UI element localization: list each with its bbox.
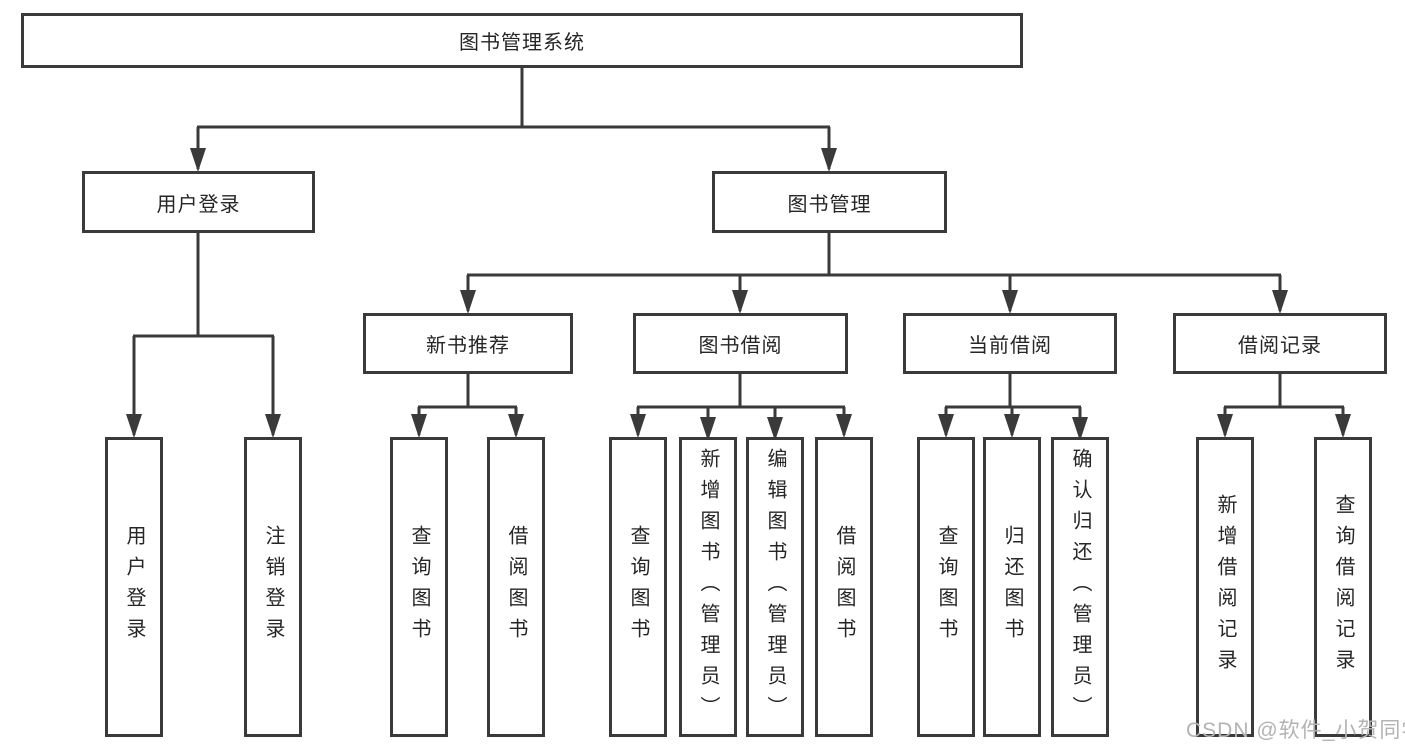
- leaf-records-add-record: 新增借阅记录: [1196, 437, 1254, 737]
- arrowheads: [126, 148, 1351, 441]
- leaf-logout-label: 注销登录: [262, 525, 284, 649]
- leaf-current-confirm-return-admin-label: 确认归还（管理员）: [1069, 447, 1091, 727]
- node-user-login: 用户登录: [82, 171, 315, 233]
- node-book-borrowing: 图书借阅: [633, 313, 848, 374]
- leaf-borrowing-add-books-admin-label: 新增图书（管理员）: [697, 447, 719, 727]
- node-new-book-recommend-label: 新书推荐: [426, 335, 510, 357]
- leaf-current-query-books: 查询图书: [917, 437, 975, 737]
- node-book-borrowing-label: 图书借阅: [698, 335, 783, 357]
- leaf-current-return-books-label: 归还图书: [1001, 525, 1023, 649]
- leaf-newrec-borrow-books-label: 借阅图书: [505, 525, 527, 649]
- leaf-borrowing-edit-books-admin: 编辑图书（管理员）: [746, 437, 804, 737]
- leaf-user-login-label: 用户登录: [123, 525, 145, 649]
- node-user-login-label: 用户登录: [156, 193, 241, 216]
- leaf-borrowing-edit-books-admin-label: 编辑图书（管理员）: [764, 447, 786, 727]
- leaf-current-confirm-return-admin: 确认归还（管理员）: [1051, 437, 1109, 737]
- node-new-book-recommend: 新书推荐: [363, 313, 573, 374]
- leaf-borrowing-query-books-label: 查询图书: [627, 525, 649, 649]
- csdn-watermark: CSDN @软件_小贺同学: [1186, 719, 1405, 742]
- leaf-user-login: 用户登录: [105, 437, 163, 737]
- leaf-newrec-borrow-books: 借阅图书: [487, 437, 545, 737]
- leaf-logout: 注销登录: [244, 437, 302, 737]
- leaf-borrowing-query-books: 查询图书: [609, 437, 667, 737]
- leaf-records-query-record: 查询借阅记录: [1314, 437, 1372, 737]
- node-root-label: 图书管理系统: [459, 32, 585, 54]
- node-borrowing-records: 借阅记录: [1173, 313, 1387, 374]
- leaf-current-query-books-label: 查询图书: [935, 525, 957, 649]
- leaf-borrowing-add-books-admin: 新增图书（管理员）: [679, 437, 737, 737]
- leaf-records-add-record-label: 新增借阅记录: [1214, 494, 1236, 680]
- node-current-borrowing-label: 当前借阅: [968, 335, 1052, 357]
- node-current-borrowing: 当前借阅: [903, 313, 1117, 374]
- node-book-management: 图书管理: [712, 171, 947, 233]
- leaf-records-query-record-label: 查询借阅记录: [1332, 494, 1354, 680]
- leaf-newrec-query-books-label: 查询图书: [408, 525, 430, 649]
- leaf-borrowing-borrow-books: 借阅图书: [815, 437, 873, 737]
- node-borrowing-records-label: 借阅记录: [1238, 335, 1322, 357]
- leaf-newrec-query-books: 查询图书: [390, 437, 448, 737]
- node-root: 图书管理系统: [21, 13, 1023, 68]
- leaf-borrowing-borrow-books-label: 借阅图书: [833, 525, 855, 649]
- leaf-current-return-books: 归还图书: [983, 437, 1041, 737]
- node-book-management-label: 图书管理: [787, 193, 872, 216]
